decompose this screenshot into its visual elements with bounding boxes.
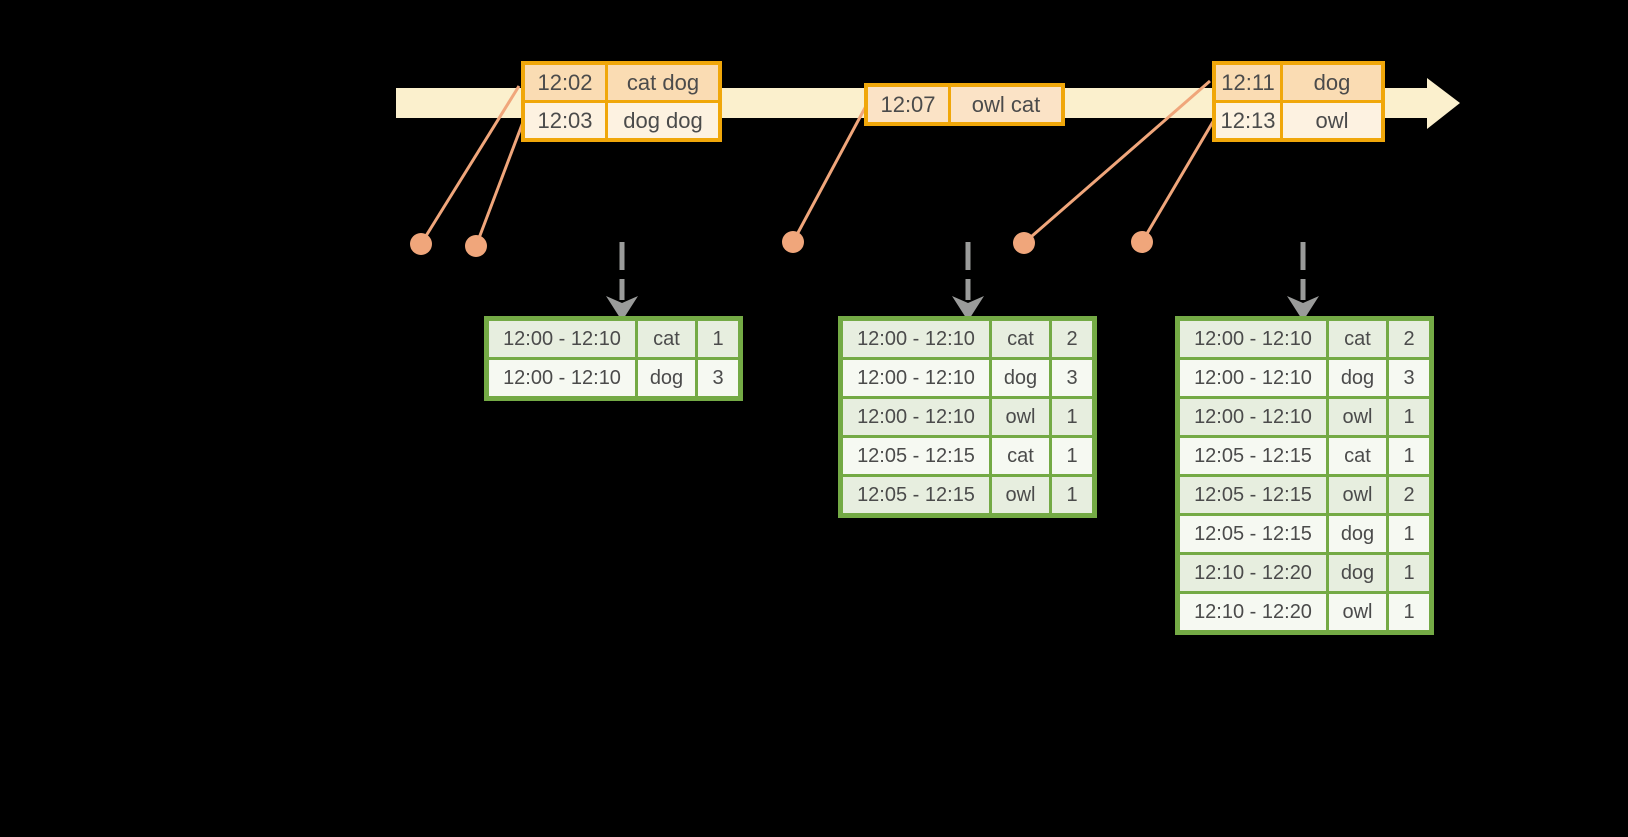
count-cell: 3 <box>1052 360 1092 396</box>
event-time-cell: 12:13 <box>1216 103 1280 138</box>
window-cell: 12:00 - 12:10 <box>1180 360 1326 396</box>
window-cell: 12:10 - 12:20 <box>1180 555 1326 591</box>
window-cell: 12:00 - 12:10 <box>843 399 989 435</box>
window-cell: 12:00 - 12:10 <box>489 360 635 396</box>
timeline-arrowhead-icon <box>1427 78 1460 129</box>
count-cell: 1 <box>1389 399 1429 435</box>
count-cell: 1 <box>1389 516 1429 552</box>
count-cell: 1 <box>1052 438 1092 474</box>
word-cell: dog <box>638 360 695 396</box>
count-cell: 1 <box>1389 555 1429 591</box>
word-cell: owl <box>992 399 1049 435</box>
window-cell: 12:05 - 12:15 <box>1180 516 1326 552</box>
event-dot-icon-5 <box>1131 231 1153 253</box>
word-cell: owl <box>992 477 1049 513</box>
word-cell: dog <box>1329 516 1386 552</box>
window-cell: 12:05 - 12:15 <box>1180 477 1326 513</box>
event-dot-icon-1 <box>410 233 432 255</box>
word-cell: owl <box>1329 399 1386 435</box>
word-cell: cat <box>638 321 695 357</box>
word-cell: cat <box>992 321 1049 357</box>
word-cell: cat <box>1329 438 1386 474</box>
event-words-cell: dog <box>1283 65 1381 100</box>
window-cell: 12:00 - 12:10 <box>489 321 635 357</box>
window-cell: 12:00 - 12:10 <box>843 321 989 357</box>
count-cell: 2 <box>1389 321 1429 357</box>
count-cell: 1 <box>1389 594 1429 630</box>
word-cell: owl <box>1329 594 1386 630</box>
event-dot-icon-4 <box>1013 232 1035 254</box>
count-cell: 1 <box>1389 438 1429 474</box>
window-cell: 12:05 - 12:15 <box>843 438 989 474</box>
window-cell: 12:00 - 12:10 <box>843 360 989 396</box>
word-cell: dog <box>992 360 1049 396</box>
count-cell: 1 <box>698 321 738 357</box>
event-dot-icon-2 <box>465 235 487 257</box>
window-cell: 12:05 - 12:15 <box>1180 438 1326 474</box>
count-cell: 3 <box>698 360 738 396</box>
word-cell: cat <box>992 438 1049 474</box>
event-leader-line-2 <box>474 121 525 247</box>
event-words-cell: cat dog <box>608 65 718 100</box>
event-dot-icon-3 <box>782 231 804 253</box>
event-time-cell: 12:11 <box>1216 65 1280 100</box>
trigger-arrowhead-icon-3 <box>1287 296 1319 321</box>
word-cell: owl <box>1329 477 1386 513</box>
event-words-cell: dog dog <box>608 103 718 138</box>
window-cell: 12:00 - 12:10 <box>1180 321 1326 357</box>
word-cell: dog <box>1329 360 1386 396</box>
window-cell: 12:05 - 12:15 <box>843 477 989 513</box>
event-leader-line-5 <box>1140 119 1216 243</box>
event-time-cell: 12:07 <box>868 87 948 122</box>
count-cell: 1 <box>1052 399 1092 435</box>
word-cell: dog <box>1329 555 1386 591</box>
event-leader-line-3 <box>791 105 868 243</box>
count-cell: 2 <box>1052 321 1092 357</box>
event-leader-line-4 <box>1023 79 1211 245</box>
event-time-cell: 12:02 <box>525 65 605 100</box>
window-cell: 12:10 - 12:20 <box>1180 594 1326 630</box>
count-cell: 1 <box>1052 477 1092 513</box>
count-cell: 3 <box>1389 360 1429 396</box>
event-leader-line-1 <box>419 85 521 245</box>
event-time-cell: 12:03 <box>525 103 605 138</box>
window-cell: 12:00 - 12:10 <box>1180 399 1326 435</box>
trigger-arrowhead-icon-2 <box>952 296 984 321</box>
trigger-arrowhead-icon-1 <box>606 296 638 321</box>
word-cell: cat <box>1329 321 1386 357</box>
count-cell: 2 <box>1389 477 1429 513</box>
event-words-cell: owl cat <box>951 87 1061 122</box>
event-words-cell: owl <box>1283 103 1381 138</box>
